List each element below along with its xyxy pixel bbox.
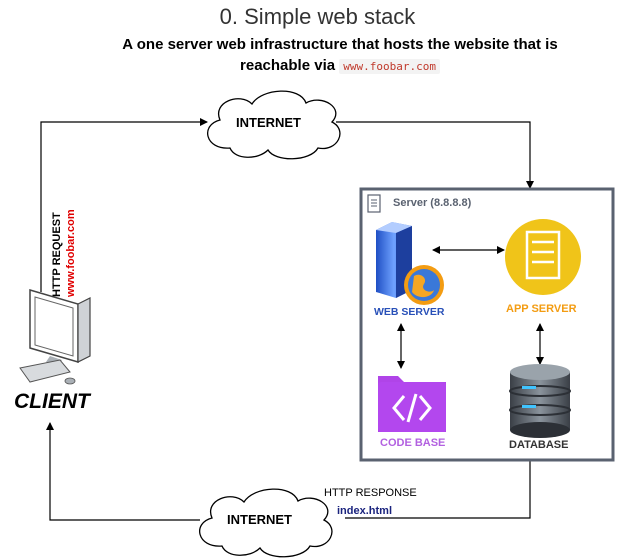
web-server-label: WEB SERVER (374, 306, 445, 318)
request-domain-label: www.foobar.com (65, 209, 77, 298)
server-rack-icon (367, 194, 381, 213)
database-icon (509, 364, 571, 438)
http-response-label: HTTP RESPONSE (324, 487, 417, 499)
http-request-label: HTTP REQUEST (51, 212, 63, 297)
client-computer-icon (19, 289, 91, 385)
internet-bottom-cloud (199, 488, 333, 558)
server-label: Server (8.8.8.8) (393, 197, 472, 209)
diagram-title: 0. Simple web stack (219, 4, 416, 29)
code-base-label: CODE BASE (380, 437, 446, 449)
subtitle-line-2-text: reachable via (240, 57, 336, 74)
database-label: DATABASE (509, 439, 569, 451)
app-server-label: APP SERVER (506, 303, 577, 315)
web-server-icon (376, 222, 444, 305)
connector-internet-bottom-to-client (46, 422, 200, 521)
internet-top-cloud (207, 90, 341, 160)
client-label: CLIENT (14, 390, 90, 413)
internet-top-label: INTERNET (236, 115, 301, 130)
response-file-label: index.html (337, 505, 393, 517)
app-server-icon (505, 219, 581, 295)
domain-code: www.foobar.com (339, 59, 440, 74)
connector-client-to-internet-top (40, 118, 208, 292)
connector-internet-top-to-server (336, 121, 534, 189)
code-base-icon (378, 376, 446, 432)
connector-server-to-internet-bottom (345, 460, 531, 519)
diagram-subtitle: A one server web infrastructure that hos… (40, 34, 635, 77)
subtitle-line-2: reachable via www.foobar.com (40, 55, 635, 77)
subtitle-line-1: A one server web infrastructure that hos… (122, 36, 558, 53)
internet-bottom-label: INTERNET (227, 512, 292, 527)
